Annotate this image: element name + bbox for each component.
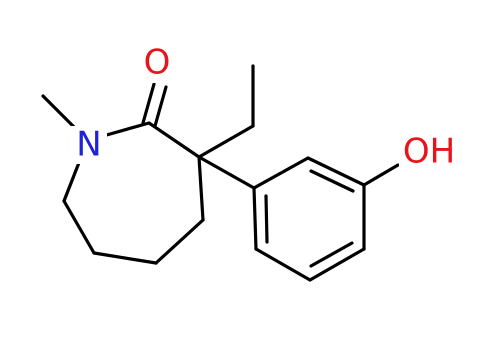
hydroxyl-bond [362, 163, 400, 187]
aryl-bond-1 [252, 156, 310, 190]
hydroxyl-label: OH [403, 132, 455, 172]
aryl-bond-6 [252, 186, 258, 251]
ethyl-bond-1 [197, 124, 255, 159]
ring-bond-c4-c5 [154, 218, 205, 265]
carbonyl-oxygen-label: O [144, 43, 171, 83]
carbonyl-bond-1 [141, 82, 156, 125]
ring-bond-c6-c7 [62, 199, 96, 255]
nitrogen-label: N [76, 125, 101, 165]
ring-bond-n-co [101, 121, 151, 138]
aryl-inner-bond-1 [309, 169, 355, 193]
aryl-bond-5 [254, 247, 312, 282]
hydroxyl-label-bg [399, 134, 459, 172]
ring-bond-c5-c6 [92, 251, 158, 265]
carbonyl-oxygen-label-bg [139, 45, 175, 83]
carbonyl-bond-2 [153, 85, 168, 128]
ring-bond-co-cq [147, 121, 201, 159]
aryl-inner-bond-3 [264, 194, 269, 244]
aryl-inner-bond-2 [309, 241, 354, 268]
cq-aryl-bond [197, 155, 256, 190]
aryl-bond-2 [306, 156, 366, 187]
aryl-bond-4 [308, 247, 366, 282]
ring-bond-c7-n [62, 158, 82, 203]
ring-bond-cq-c4 [197, 155, 205, 222]
n-methyl-bond [41, 94, 79, 132]
nitrogen-label-bg [71, 126, 107, 164]
